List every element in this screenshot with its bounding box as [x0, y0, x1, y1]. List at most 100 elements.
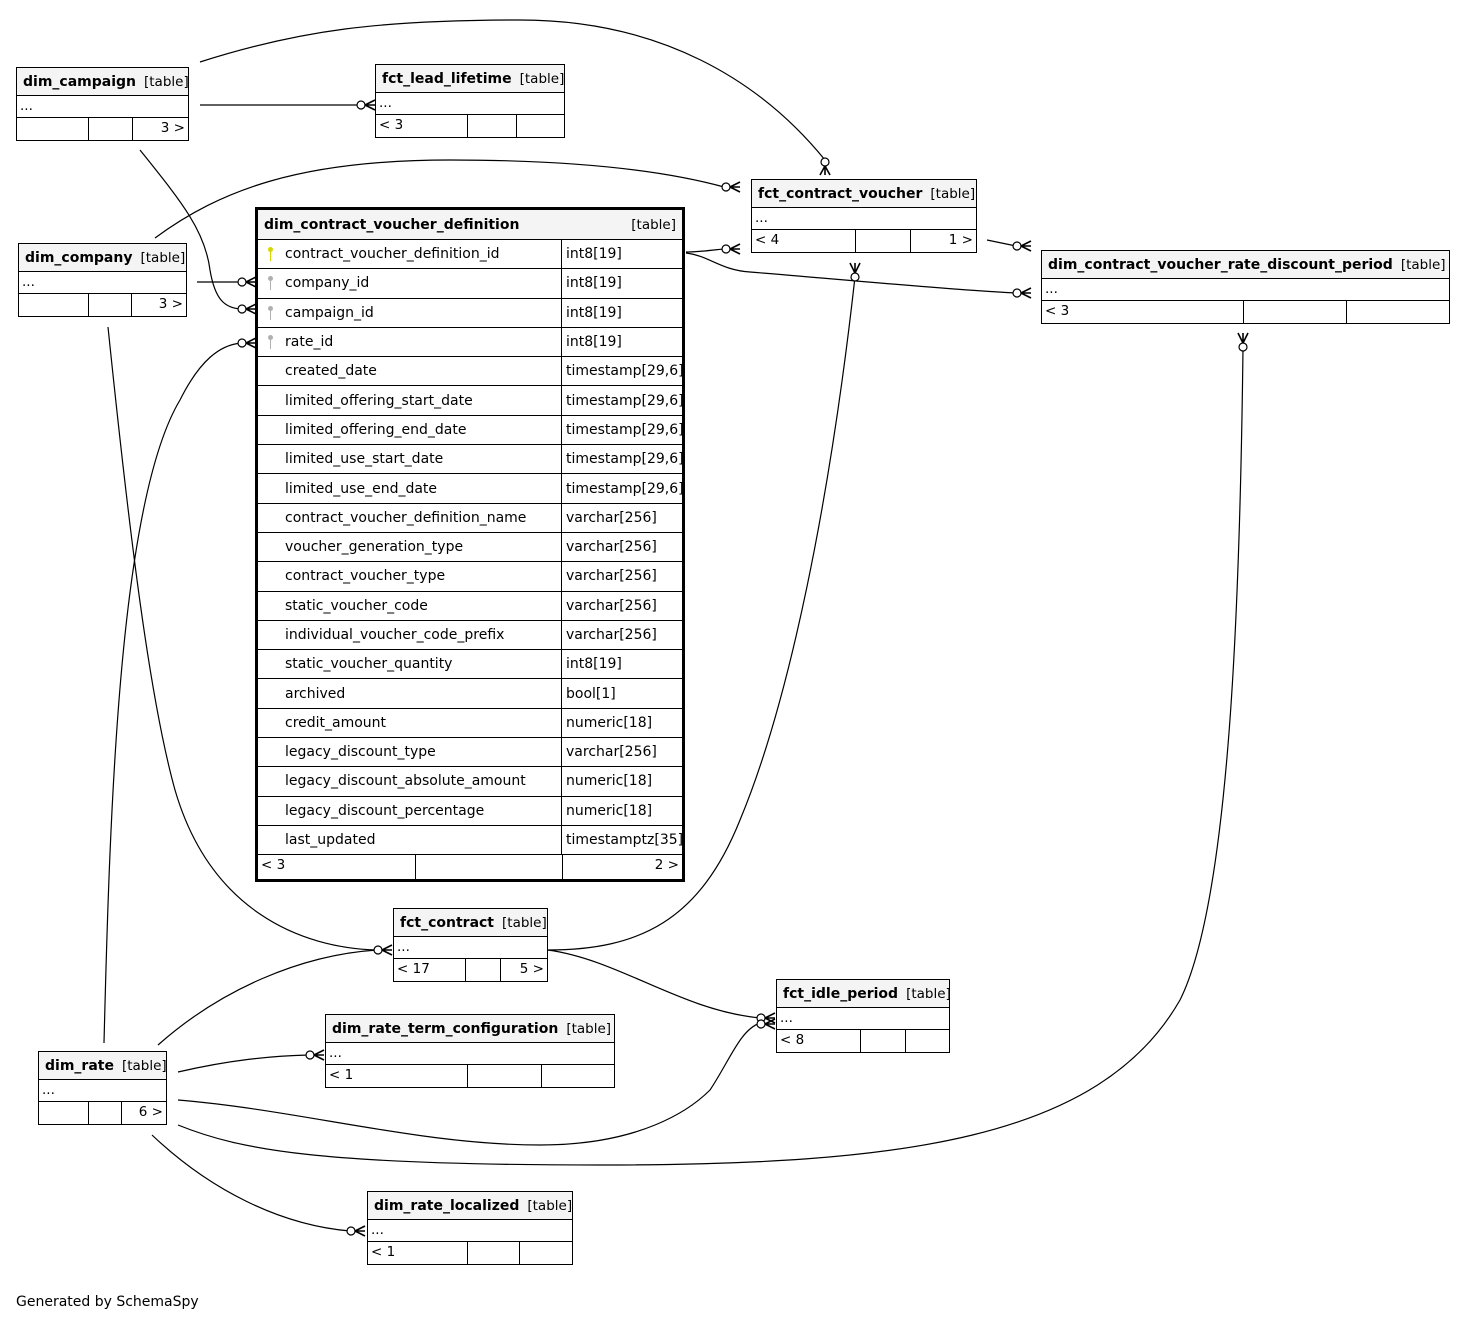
column-name: company_id: [285, 275, 370, 292]
children-count[interactable]: [520, 1242, 572, 1264]
marker-localized-crowsfoot-icon: [346, 1225, 366, 1237]
parents-count[interactable]: < 17: [394, 959, 466, 981]
children-count[interactable]: 5 >: [519, 961, 544, 977]
edge-fct-contract-idle[interactable]: [547, 949, 761, 1019]
table-name[interactable]: fct_idle_period: [783, 985, 899, 1002]
column-name-cell: individual_voucher_code_prefix: [258, 620, 562, 650]
parents-count[interactable]: [39, 1102, 89, 1124]
children-count[interactable]: [1347, 301, 1449, 323]
table-dim-rate-localized[interactable]: dim_rate_localized[table] ... < 1: [367, 1191, 573, 1265]
column-name: archived: [285, 685, 346, 702]
column-row[interactable]: archived bool[1]: [258, 679, 682, 709]
column-name-cell: contract_voucher_type: [258, 562, 562, 591]
children-count[interactable]: [542, 1065, 614, 1087]
column-name: campaign_id: [285, 304, 374, 321]
column-name-cell: static_voucher_code: [258, 591, 562, 620]
edge-definition-discount-period[interactable]: [685, 252, 1017, 294]
table-dim-rate[interactable]: dim_rate[table] ... 6 >: [38, 1051, 167, 1125]
column-type: bool[1]: [566, 685, 616, 702]
column-name: rate_id: [285, 334, 334, 351]
table-columns-ellipsis: ...: [39, 1080, 166, 1102]
table-dim-contract-voucher-definition[interactable]: dim_contract_voucher_definition[table] c…: [255, 207, 685, 883]
table-name[interactable]: fct_contract: [400, 914, 495, 931]
column-name: static_voucher_quantity: [285, 656, 453, 673]
marker-lead-lifetime-crowsfoot-icon: [356, 99, 376, 111]
column-name: limited_offering_end_date: [285, 421, 467, 438]
parents-count[interactable]: [19, 294, 89, 316]
table-name[interactable]: dim_contract_voucher_rate_discount_perio…: [1048, 256, 1393, 273]
edge-rate-localized[interactable]: [151, 1134, 351, 1232]
parents-count[interactable]: < 3: [258, 855, 416, 880]
children-count[interactable]: 3 >: [158, 296, 183, 312]
rows-count: [416, 855, 563, 880]
table-dim-contract-voucher-rate-discount-period[interactable]: dim_contract_voucher_rate_discount_perio…: [1041, 250, 1450, 324]
column-type: timestamp[29,6]: [566, 480, 684, 497]
parents-count[interactable]: < 3: [376, 115, 468, 137]
rows-count: [466, 959, 501, 981]
parents-count[interactable]: < 3: [1042, 301, 1244, 323]
table-name[interactable]: dim_rate_localized: [374, 1197, 520, 1214]
parents-count[interactable]: < 4: [752, 230, 856, 252]
children-count[interactable]: 6 >: [138, 1104, 163, 1120]
children-count[interactable]: [517, 115, 564, 137]
table-name[interactable]: dim_company: [25, 249, 133, 266]
table-fct-lead-lifetime[interactable]: fct_lead_lifetime[table] ... < 3: [375, 64, 565, 138]
table-name[interactable]: dim_rate_term_configuration: [332, 1020, 559, 1037]
edge-rate-definition[interactable]: [103, 342, 242, 1044]
table-dim-rate-term-configuration[interactable]: dim_rate_term_configuration[table] ... <…: [325, 1014, 615, 1088]
parents-count[interactable]: [17, 118, 89, 140]
table-name[interactable]: dim_rate: [45, 1057, 114, 1074]
rows-count: [89, 294, 132, 316]
children-count[interactable]: [906, 1030, 949, 1052]
table-columns-ellipsis: ...: [376, 93, 564, 115]
parents-count[interactable]: < 1: [326, 1065, 468, 1087]
table-name[interactable]: dim_contract_voucher_definition: [264, 216, 520, 233]
edge-rate-term-config[interactable]: [177, 1054, 310, 1073]
marker-discount-bottom-crowsfoot-icon: [1237, 332, 1249, 352]
children-count[interactable]: 1 >: [948, 232, 973, 248]
parents-count[interactable]: < 8: [777, 1030, 861, 1052]
table-dim-campaign[interactable]: dim_campaign[table] ... 3 >: [16, 67, 189, 141]
column-type: numeric[18]: [566, 802, 653, 819]
column-name-cell: legacy_discount_percentage: [258, 796, 562, 825]
parents-count[interactable]: < 1: [368, 1242, 468, 1264]
children-count[interactable]: 3 >: [160, 120, 185, 136]
table-kind: [table]: [502, 914, 547, 931]
table-fct-idle-period[interactable]: fct_idle_period[table] ... < 8: [776, 979, 951, 1053]
table-name[interactable]: fct_contract_voucher: [758, 185, 923, 202]
marker-discount-mid-crowsfoot-icon: [1012, 287, 1032, 299]
generated-by-note[interactable]: Generated by SchemaSpy: [16, 1294, 199, 1310]
table-dim-company[interactable]: dim_company[table] ... 3 >: [18, 243, 187, 317]
column-name-cell: limited_offering_end_date: [258, 415, 562, 445]
marker-voucher-left-crowsfoot-icon: [721, 243, 741, 255]
column-name-cell: archived: [258, 679, 562, 708]
edge-definition-contract-voucher[interactable]: [685, 248, 725, 253]
table-name[interactable]: fct_lead_lifetime: [382, 70, 512, 87]
table-columns-ellipsis: ...: [752, 208, 976, 230]
table-name[interactable]: dim_campaign: [23, 73, 136, 90]
children-count[interactable]: 2 >: [654, 857, 679, 874]
edge-voucher-discount-period[interactable]: [986, 239, 1017, 247]
